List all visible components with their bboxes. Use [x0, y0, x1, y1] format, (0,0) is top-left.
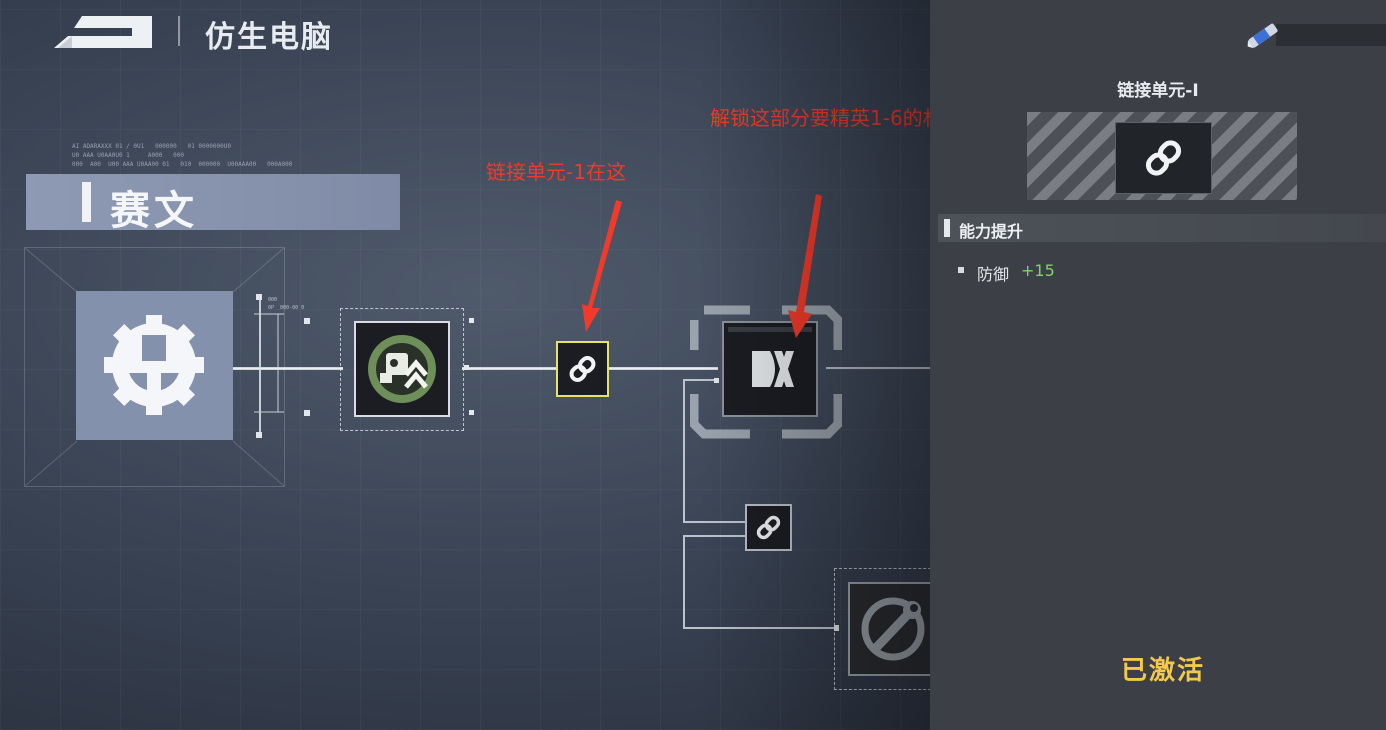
- link-unit-2-button[interactable]: [745, 504, 792, 551]
- edit-pen-button[interactable]: [1244, 18, 1284, 52]
- back-button[interactable]: [52, 14, 154, 50]
- back-arrow-icon: [54, 16, 152, 48]
- page-title: 仿生电脑: [205, 20, 333, 55]
- root-bracket-decoration: [254, 294, 310, 438]
- ability-header-label: 能力提升: [959, 222, 1024, 241]
- stat-bullet: [958, 267, 964, 273]
- wrench-gear-icon: [104, 315, 204, 415]
- stat-value-defense: +15: [1021, 261, 1055, 280]
- annotation-arrows: [582, 194, 822, 338]
- section-accent-bar: [82, 182, 91, 222]
- wrench-circle-icon: [861, 597, 925, 661]
- core-node-button[interactable]: [722, 321, 818, 417]
- ability-node-frame: [340, 308, 464, 431]
- decorative-code-text: AI ADARAXXX 01 / 0U1 000000 01 0000000U0…: [72, 143, 293, 168]
- connector-ability-to-link: [462, 367, 558, 370]
- connector-link-to-core: [608, 367, 718, 370]
- section-title: 赛文: [110, 188, 198, 234]
- link-icon: [1145, 140, 1182, 176]
- root-side-label: 000 0P 000-00 0: [268, 297, 305, 311]
- dx-core-icon: [752, 351, 794, 387]
- status-label: 已激活: [1120, 656, 1205, 686]
- pen-icon: [1247, 23, 1278, 49]
- detail-title: 链接单元-Ⅰ: [1117, 81, 1199, 101]
- frame-marker: [464, 365, 469, 370]
- robot-upgrade-icon: [368, 335, 436, 403]
- detail-icon-box: [1115, 122, 1212, 194]
- ability-node-button[interactable]: [354, 321, 450, 417]
- ability-header: [938, 214, 1386, 242]
- pen-track: [1276, 24, 1386, 46]
- ability-header-bar: [944, 219, 950, 237]
- root-frame-corners: [25, 248, 284, 486]
- detail-panel: [930, 0, 1386, 730]
- frame-marker: [469, 410, 474, 415]
- annotation-unlock: 解锁这部分要精英1-6的材料: [710, 106, 963, 130]
- root-node-button[interactable]: [76, 291, 233, 440]
- annotation-link-unit: 链接单元-1在这: [486, 160, 626, 184]
- connector-root-to-ability: [233, 367, 343, 370]
- repair-node-button[interactable]: [848, 582, 938, 676]
- branch-connectors: [683, 378, 839, 631]
- link-unit-1-button[interactable]: [556, 341, 609, 397]
- header-separator: [178, 16, 180, 46]
- stat-label-defense: 防御: [977, 265, 1010, 284]
- connector-core-to-next: [826, 367, 930, 369]
- link-icon: [569, 356, 596, 382]
- link-icon: [756, 515, 781, 540]
- core-node-frame: [690, 305, 842, 439]
- frame-marker: [469, 318, 474, 323]
